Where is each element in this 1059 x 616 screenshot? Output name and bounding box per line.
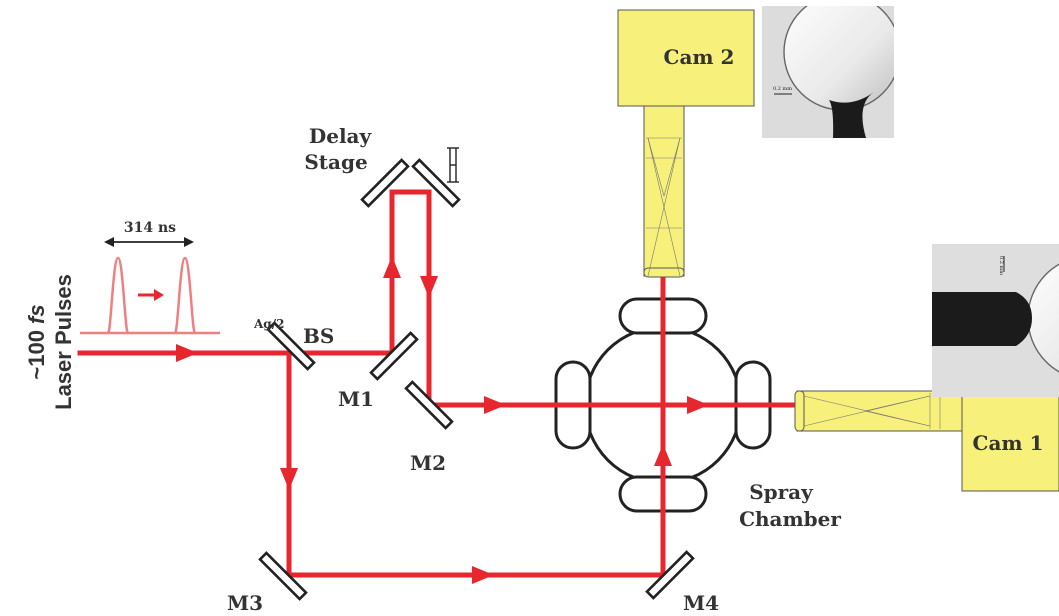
mirror-m2-label: M2 — [410, 451, 446, 475]
arrow-up-through-chamber — [654, 444, 672, 466]
camera-1-lens-rays — [803, 393, 941, 429]
cam1-spray-image — [932, 244, 1059, 397]
camera-1-label: Cam 1 — [973, 431, 1044, 455]
arrow-input — [176, 344, 198, 362]
mirror-m2 — [404, 380, 454, 430]
spacing-arrow-left — [104, 237, 114, 247]
pulse-spacing-label: 314 ns — [124, 220, 176, 236]
spray-chamber-label-line1: Spray — [749, 480, 814, 504]
mirror-m3 — [258, 551, 308, 601]
arrow-through-chamber — [687, 396, 709, 414]
laser-label-line1: ~100 fs — [24, 304, 49, 379]
camera-1-lens-cap — [794, 390, 805, 432]
arrow-up-delay — [383, 256, 401, 278]
cam1-scale-bar-label: 0.2 mm — [998, 256, 1004, 275]
camera-1-body — [961, 392, 1059, 492]
beam-splitter — [266, 321, 316, 371]
mirror-m1 — [369, 331, 419, 381]
arrow-bottom — [472, 566, 494, 584]
pulse-2 — [173, 256, 197, 335]
delay-stage-label-line1: Delay — [309, 124, 373, 148]
mirrors — [258, 158, 695, 601]
laser-source-label: ~100 fs Laser Pulses — [24, 274, 76, 410]
pulse-arrow-head — [154, 289, 164, 301]
mirror-m1-label: M1 — [338, 387, 374, 411]
delay-mirror-left — [360, 158, 410, 208]
camera-1: Cam 1 — [794, 390, 1059, 492]
arrow-down-reference — [280, 468, 298, 490]
mirror-m4 — [645, 550, 695, 600]
camera-2: Cam 2 — [617, 9, 755, 278]
arrow-down-delay — [420, 276, 438, 298]
camera-2-label: Cam 2 — [664, 45, 735, 69]
delay-mirror-right — [411, 158, 461, 208]
pulse-1 — [106, 256, 130, 335]
delay-stage-label-line2: Stage — [304, 150, 367, 174]
pulse-train-inset: 314 ns — [80, 220, 220, 335]
beam-splitter-label: BS — [303, 324, 334, 348]
camera-2-body — [617, 9, 755, 107]
mirror-m3-label: M3 — [227, 591, 263, 615]
cam2-scale-bar-label: 0.2 mm — [773, 86, 792, 92]
camera-1-lens — [796, 390, 963, 432]
camera-2-lens — [643, 105, 685, 277]
camera-2-lens-rays — [646, 137, 682, 277]
beam-splitter-coating-label: Ag/2 — [253, 317, 284, 331]
laser-label-line2: Laser Pulses — [51, 274, 76, 410]
delay-stage-indicator — [447, 147, 459, 183]
camera-2-lens-cap — [643, 267, 685, 278]
spacing-arrow-right — [184, 237, 194, 247]
arrow-to-chamber — [484, 396, 506, 414]
spray-chamber-label-line2: Chamber — [739, 507, 841, 531]
mirror-m4-label: M4 — [683, 591, 719, 615]
cam2-spray-image — [762, 6, 894, 138]
